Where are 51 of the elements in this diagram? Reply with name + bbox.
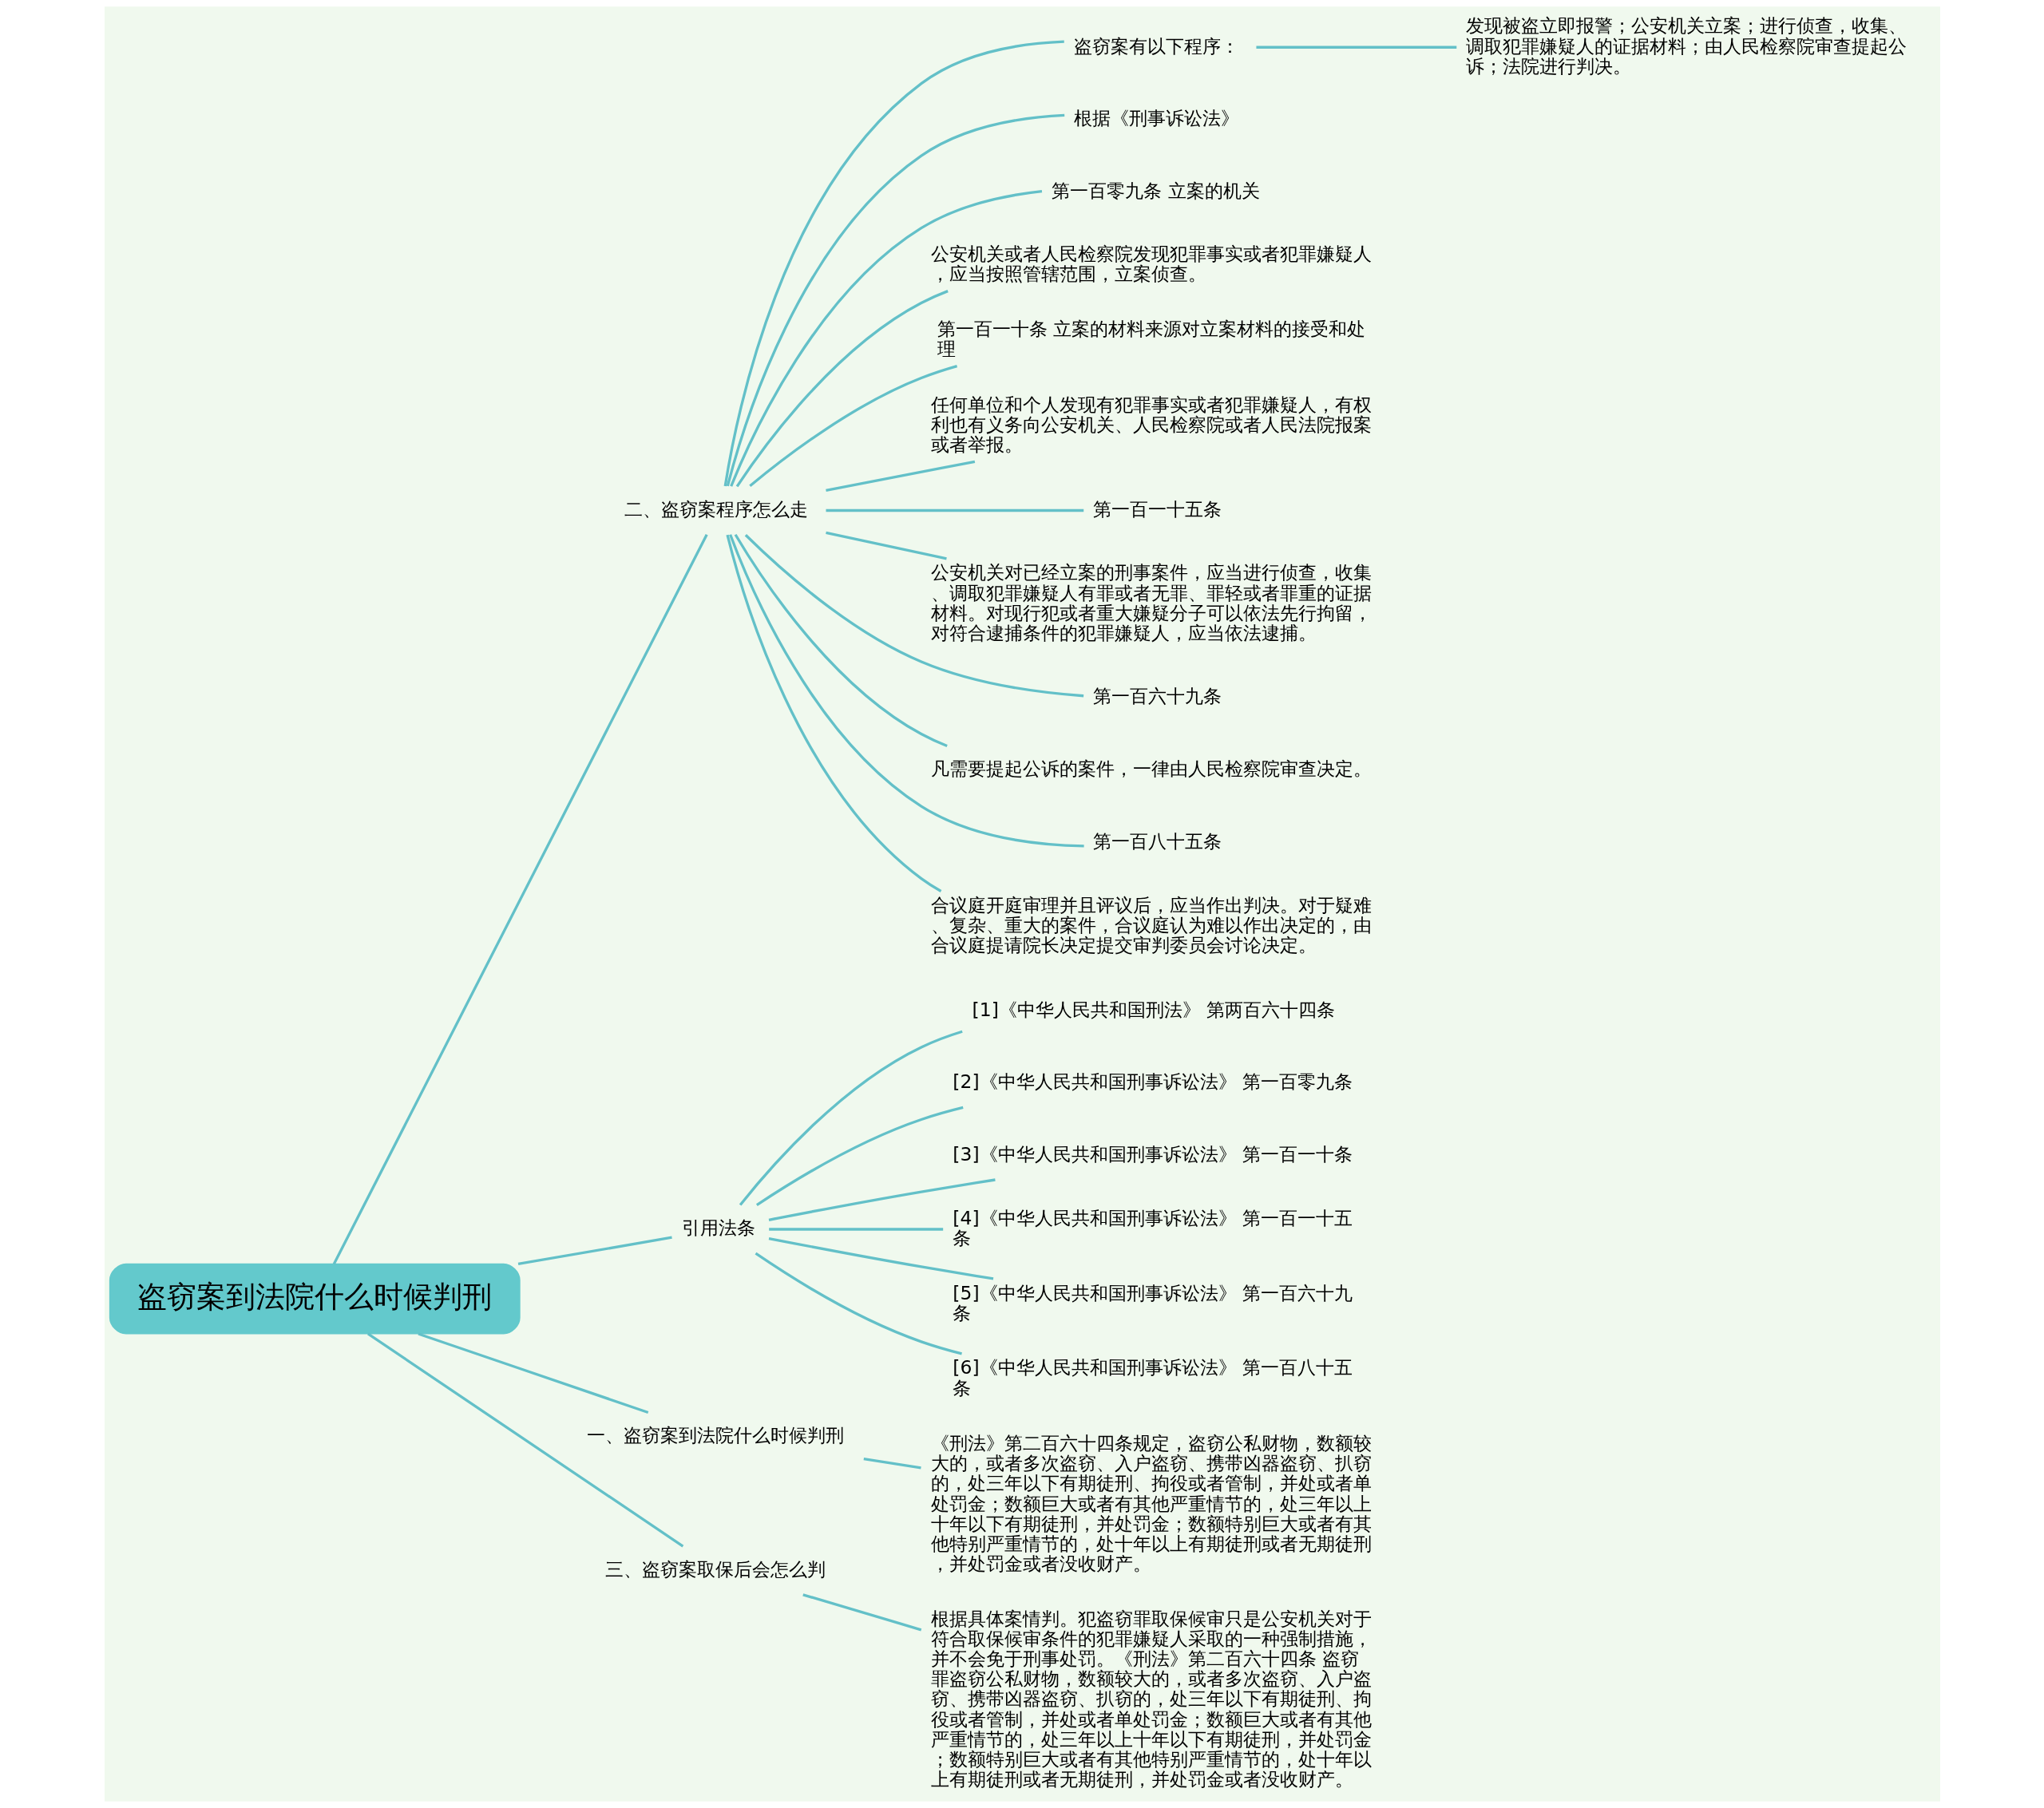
node-text: [1]《中华人民共和国刑法》 第两百六十四条 xyxy=(972,998,1335,1021)
connector xyxy=(729,190,1042,487)
connector xyxy=(755,1106,964,1206)
connector xyxy=(826,508,1083,512)
connector xyxy=(734,533,948,748)
node-box: 盗窃案到法院什么时候判刑 xyxy=(109,1263,521,1335)
node-text: 盗窃案有以下程序： xyxy=(1073,34,1239,57)
node-text: 第一百一十条 立案的材料来源对立案材料的接受和处理 xyxy=(937,318,1365,361)
node-text: [3]《中华人民共和国刑事诉讼法》 第一百一十条 xyxy=(952,1142,1353,1165)
connector xyxy=(802,1593,921,1632)
connector xyxy=(1255,45,1456,49)
connector xyxy=(725,534,941,892)
connector xyxy=(726,113,1064,487)
node-text: 公安机关或者人民检察院发现犯罪事实或者犯罪嫌疑人，应当按照管辖范围，立案侦查。 xyxy=(930,243,1372,286)
connector xyxy=(332,534,708,1265)
connector xyxy=(728,534,1084,848)
node-text: [5]《中华人民共和国刑事诉讼法》 第一百六十九条 xyxy=(952,1281,1353,1324)
node-text: 根据具体案情判。犯盗窃罪取保候审只是公安机关对于符合取保候审条件的犯罪嫌疑人采取的一种强制措施，并不会免于刑事处罚。《刑法》第二百六十四条 盗窃罪盗窃公私财物，数额较大的，或者多次盗窃、入户盗窃、携带凶器盗窃、扒窃的，处三年以下有期徒刑、拘役或者管制，并处或者单处罚金；数额巨大或者有其他严重情节的，处三年以上十年以下有期徒刑，并处罚金；数额特别巨大或者有其他特别严重情节的，处十年以上有期徒刑或者无期徒刑，并处罚金或者没收财产。 xyxy=(930,1607,1372,1791)
node-text: 《刑法》第二百六十四条规定，盗窃公私财物，数额较大的，或者多次盗窃、入户盗窃、携带凶器盗窃、扒窃的，处三年以下有期徒刑、拘役或者管制，并处或者单处罚金；数额巨大或者有其他严重情节的，处三年以上十年以下有期徒刑，并处罚金；数额特别巨大或者有其他特别严重情节的，处十年以上有期徒刑或者无期徒刑，并处罚金或者没收财产。 xyxy=(930,1432,1372,1576)
node-text: 一、盗窃案到法院什么时候判刑 xyxy=(586,1424,844,1447)
node-text: 发现被盗立即报警；公安机关立案；进行侦查，收集、调取犯罪嫌疑人的证据材料；由人民检察院审查提起公诉；法院进行判决。 xyxy=(1465,14,1907,77)
connector xyxy=(723,40,1064,487)
connector xyxy=(735,290,949,488)
node-text: 公安机关对已经立案的刑事案件，应当进行侦查，收集、调取犯罪嫌疑人有罪或者无罪、罪轻或者罪重的证据材料。对现行犯或者重大嫌疑分子可以依法先行拘留，对符合逮捕条件的犯罪嫌疑人，应当依法逮捕。 xyxy=(930,561,1372,644)
connector xyxy=(366,1332,683,1548)
node-text: 引用法条 xyxy=(681,1217,755,1240)
node-text: [6]《中华人民共和国刑事诉讼法》 第一百八十五条 xyxy=(952,1356,1353,1399)
connector xyxy=(748,365,957,488)
node-text: 根据《刑事诉讼法》 xyxy=(1073,107,1239,130)
connector xyxy=(417,1332,648,1414)
connector xyxy=(825,460,975,492)
connector xyxy=(768,1178,996,1221)
connector xyxy=(825,531,947,560)
node-text: 第一百一十五条 xyxy=(1092,497,1222,520)
node-text: 三、盗窃案取保后会怎么判 xyxy=(604,1557,826,1581)
node-text: 合议庭开庭审理并且评议后，应当作出判决。对于疑难、复杂、重大的案件，合议庭认为难以作出决定的，由合议庭提请院长决定提交审判委员会讨论决定。 xyxy=(930,894,1372,957)
node-text: 第一百六十九条 xyxy=(1092,685,1222,708)
connector xyxy=(863,1458,921,1470)
node-text: 二、盗窃案程序怎么走 xyxy=(624,497,808,520)
node-text: 任何单位和个人发现有犯罪事实或者犯罪嫌疑人，有权利也有义务向公安机关、人民检察院或者人民法院报案或者举报。 xyxy=(930,393,1372,457)
connector xyxy=(744,534,1083,698)
connector xyxy=(517,1236,672,1266)
connector xyxy=(755,1252,962,1355)
connector xyxy=(739,1030,963,1206)
node-text: 凡需要提起公诉的案件，一律由人民检察院审查决定。 xyxy=(930,758,1372,781)
connector xyxy=(768,1236,993,1280)
node-text: 第一百零九条 立案的机关 xyxy=(1051,179,1260,202)
node-text: [2]《中华人民共和国刑事诉讼法》 第一百零九条 xyxy=(952,1070,1353,1094)
node-text: [4]《中华人民共和国刑事诉讼法》 第一百一十五条 xyxy=(952,1206,1353,1249)
connector xyxy=(768,1228,943,1231)
node-text: 第一百八十五条 xyxy=(1092,829,1222,853)
